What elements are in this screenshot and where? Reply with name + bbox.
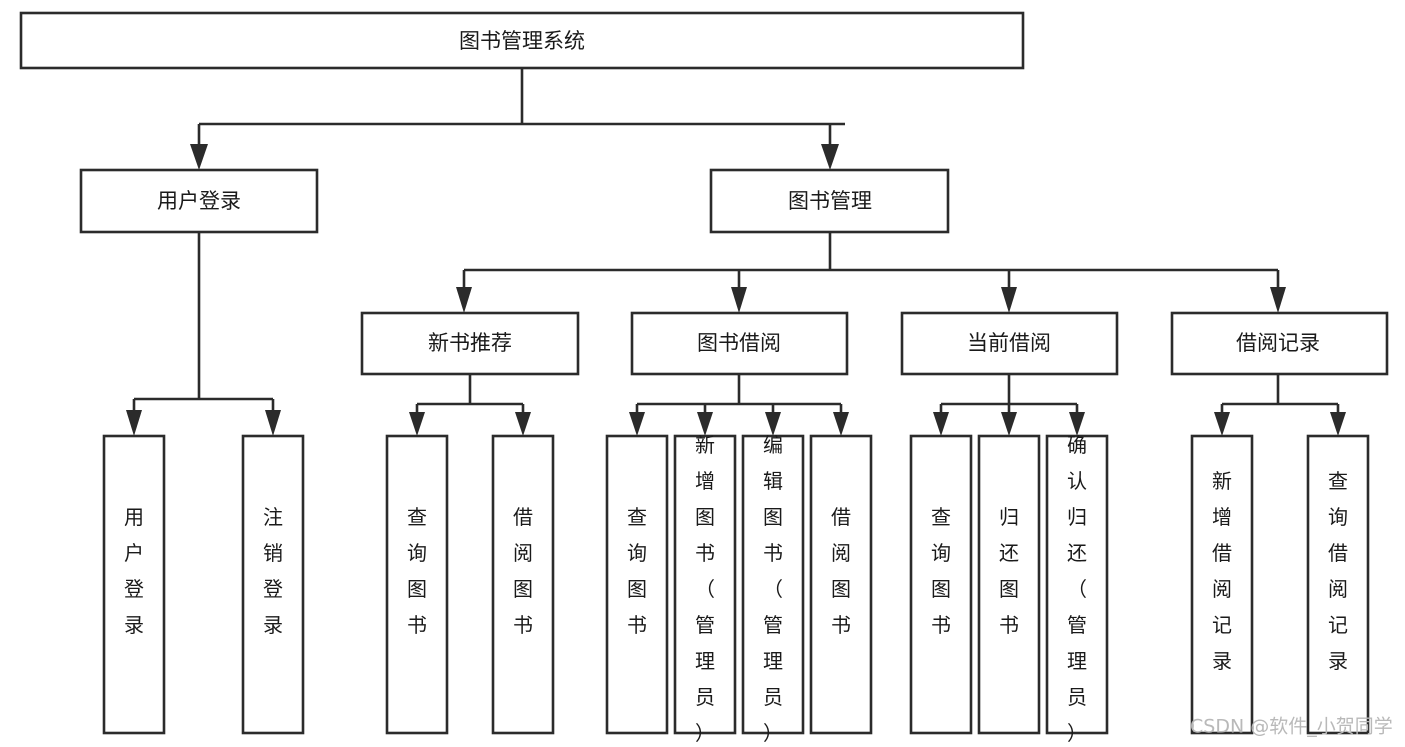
arrow-head-borrow-record-leaf-2 — [1330, 412, 1346, 436]
node-current-borrow-box[interactable] — [900, 311, 1119, 376]
arrow-head-to-book-borrow — [731, 287, 747, 313]
leaf-user-login-2[interactable]: 注销登录 — [241, 434, 305, 735]
node-root-system[interactable]: 图书管理系统 — [19, 11, 1025, 70]
node-current-borrow[interactable]: 当前借阅 — [900, 311, 1119, 376]
node-current-borrow-label: 当前借阅 — [967, 331, 1051, 355]
leaf-current-borrow-1-label: 查询图书 — [931, 505, 951, 637]
leaf-book-borrow-3[interactable]: 编辑图书（管理员） — [741, 433, 805, 745]
leaf-book-borrow-1-box[interactable] — [605, 434, 669, 735]
leaf-current-borrow-3-label: 确认归还（管理员） — [1067, 433, 1087, 745]
leaf-new-book-2[interactable]: 借阅图书 — [491, 434, 555, 735]
leaf-book-borrow-3-box[interactable] — [741, 434, 805, 735]
leaf-new-book-2-label: 借阅图书 — [513, 505, 533, 637]
leaf-borrow-record-1[interactable]: 新增借阅记录 — [1190, 434, 1254, 735]
connector-group-borrow-record — [1214, 374, 1346, 436]
arrow-head-borrow-record-leaf-1 — [1214, 412, 1230, 436]
node-book-borrow[interactable]: 图书借阅 — [630, 311, 849, 376]
arrow-head-to-new-book-recommend — [456, 287, 472, 313]
node-book-borrow-label: 图书借阅 — [697, 331, 781, 355]
connector-group-user-login — [126, 232, 281, 436]
arrow-head-current-borrow-leaf-2 — [1001, 412, 1017, 436]
arrow-head-new-book-leaf-2 — [515, 412, 531, 436]
leaf-book-borrow-2-box[interactable] — [673, 434, 737, 735]
leaf-new-book-1-label: 查询图书 — [407, 505, 427, 637]
connector-group-new-book-recommend — [409, 374, 531, 436]
leaf-book-borrow-4-box[interactable] — [809, 434, 873, 735]
leaf-current-borrow-1-box[interactable] — [909, 434, 973, 735]
connector-group-book-borrow — [629, 374, 849, 436]
leaf-borrow-record-1-label: 新增借阅记录 — [1212, 469, 1232, 673]
arrow-head-current-borrow-leaf-3 — [1069, 412, 1085, 436]
connector-group-current-borrow — [933, 374, 1085, 436]
arrow-head-book-borrow-leaf-4 — [833, 412, 849, 436]
leaf-current-borrow-1[interactable]: 查询图书 — [909, 434, 973, 735]
node-new-book-recommend-label: 新书推荐 — [428, 331, 512, 355]
leaf-user-login-1-label: 用户登录 — [124, 505, 144, 637]
arrow-head-root-to-book-manage — [821, 144, 839, 170]
leaf-current-borrow-2-box[interactable] — [977, 434, 1041, 735]
leaf-book-borrow-4[interactable]: 借阅图书 — [809, 434, 873, 735]
leaf-user-login-2-box[interactable] — [241, 434, 305, 735]
connector-group-book-manage — [456, 232, 1286, 313]
leaf-new-book-2-box[interactable] — [491, 434, 555, 735]
arrow-head-to-current-borrow — [1001, 287, 1017, 313]
leaf-user-login-1[interactable]: 用户登录 — [102, 434, 166, 735]
node-borrow-record-label: 借阅记录 — [1236, 331, 1320, 355]
leaf-book-borrow-2-label: 新增图书（管理员） — [695, 433, 715, 745]
node-book-manage-label: 图书管理 — [788, 189, 872, 213]
node-book-manage[interactable]: 图书管理 — [709, 168, 950, 234]
leaf-new-book-1[interactable]: 查询图书 — [385, 434, 449, 735]
node-borrow-record-box[interactable] — [1170, 311, 1389, 376]
csdn-watermark: CSDN @软件_小贺同学 — [1190, 716, 1393, 738]
leaf-borrow-record-2-label: 查询借阅记录 — [1328, 469, 1348, 673]
arrow-head-new-book-leaf-1 — [409, 412, 425, 436]
connector-group-root — [190, 68, 845, 170]
leaf-current-borrow-3-box[interactable] — [1045, 434, 1109, 735]
leaf-book-borrow-2[interactable]: 新增图书（管理员） — [673, 433, 737, 745]
leaf-user-login-1-box[interactable] — [102, 434, 166, 735]
leaf-new-book-1-box[interactable] — [385, 434, 449, 735]
arrow-head-book-borrow-leaf-1 — [629, 412, 645, 436]
node-book-borrow-box[interactable] — [630, 311, 849, 376]
node-new-book-recommend[interactable]: 新书推荐 — [360, 311, 580, 376]
leaf-borrow-record-2[interactable]: 查询借阅记录 — [1306, 434, 1370, 735]
arrow-head-book-borrow-leaf-3 — [765, 412, 781, 436]
arrow-head-book-borrow-leaf-2 — [697, 412, 713, 436]
node-root-system-box[interactable] — [19, 11, 1025, 70]
arrow-head-user-login-leaf-2 — [265, 410, 281, 436]
arrow-head-user-login-leaf-1 — [126, 410, 142, 436]
node-user-login-label: 用户登录 — [157, 189, 241, 213]
leaf-book-borrow-1[interactable]: 查询图书 — [605, 434, 669, 735]
leaf-book-borrow-1-label: 查询图书 — [627, 505, 647, 637]
node-root-system-label: 图书管理系统 — [459, 29, 585, 53]
leaf-borrow-record-2-box[interactable] — [1306, 434, 1370, 735]
leaf-borrow-record-1-box[interactable] — [1190, 434, 1254, 735]
leaf-current-borrow-2-label: 归还图书 — [999, 505, 1019, 637]
node-user-login[interactable]: 用户登录 — [79, 168, 319, 234]
arrow-head-root-to-user-login — [190, 144, 208, 170]
leaf-user-login-2-label: 注销登录 — [263, 505, 283, 637]
arrow-head-to-borrow-record — [1270, 287, 1286, 313]
node-borrow-record[interactable]: 借阅记录 — [1170, 311, 1389, 376]
leaf-current-borrow-3[interactable]: 确认归还（管理员） — [1045, 433, 1109, 745]
node-book-manage-box[interactable] — [709, 168, 950, 234]
leaf-book-borrow-3-label: 编辑图书（管理员） — [763, 433, 783, 745]
node-new-book-recommend-box[interactable] — [360, 311, 580, 376]
arrow-head-current-borrow-leaf-1 — [933, 412, 949, 436]
node-user-login-box[interactable] — [79, 168, 319, 234]
leaf-current-borrow-2[interactable]: 归还图书 — [977, 434, 1041, 735]
leaf-book-borrow-4-label: 借阅图书 — [831, 505, 851, 637]
